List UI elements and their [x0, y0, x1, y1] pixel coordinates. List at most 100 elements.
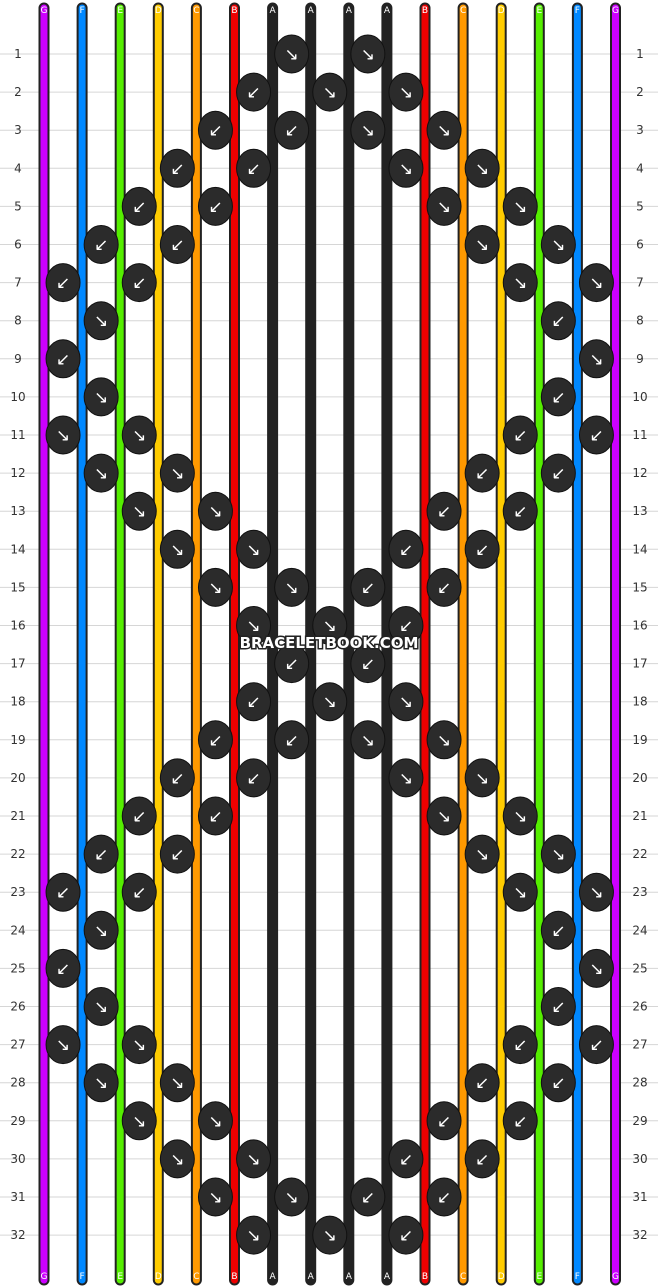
knot-body: [312, 72, 348, 112]
knot-body: [502, 872, 538, 912]
knot: ↘: [197, 491, 233, 531]
knot-body: [350, 34, 386, 74]
row-label: 10: [632, 390, 647, 404]
knot: ↙: [540, 1063, 576, 1103]
knot-arrow-icon: ↘: [94, 1074, 108, 1094]
knot-arrow-icon: ↙: [56, 959, 70, 979]
knot-body: [121, 872, 157, 912]
strand-label: F: [575, 1272, 580, 1282]
knot-body: [159, 758, 195, 798]
knot-arrow-icon: ↙: [551, 388, 565, 408]
row-label: 20: [632, 771, 647, 785]
knot: ↙: [45, 948, 81, 988]
knot-body: [45, 415, 81, 455]
knot-body: [159, 225, 195, 264]
row-label: 14: [632, 542, 647, 556]
knot-body: [236, 682, 272, 722]
knot: ↘: [540, 225, 576, 264]
knot-arrow-icon: ↙: [551, 998, 565, 1018]
knot-arrow-icon: ↘: [246, 1150, 260, 1170]
strand-label: C: [460, 6, 466, 16]
knot-arrow-icon: ↘: [551, 236, 565, 256]
knot-body: [540, 987, 576, 1026]
knot: ↘: [426, 110, 462, 150]
strand-label: A: [346, 6, 353, 16]
strand-label: B: [422, 6, 428, 16]
knot: ↙: [350, 1177, 386, 1217]
knot-body: [464, 758, 500, 798]
knot-body: [236, 1215, 272, 1255]
strand-label: B: [231, 6, 237, 16]
knot-arrow-icon: ↘: [246, 617, 260, 637]
knot-arrow-icon: ↙: [475, 540, 489, 560]
knot-body: [121, 263, 157, 303]
knot: ↘: [502, 263, 538, 303]
knot-arrow-icon: ↘: [323, 693, 337, 713]
knot: ↙: [121, 796, 157, 836]
knot-body: [236, 758, 272, 798]
knot-body: [45, 872, 81, 912]
knot-body: [426, 110, 462, 150]
row-label: 25: [632, 961, 647, 975]
knot: ↙: [121, 872, 157, 912]
row-label: 27: [632, 1038, 647, 1052]
knot: ↘: [312, 682, 348, 722]
knot-body: [388, 148, 424, 188]
knot-arrow-icon: ↘: [94, 312, 108, 332]
knot-body: [197, 110, 233, 150]
knot-body: [121, 491, 157, 531]
knot-body: [540, 910, 576, 950]
row-label: 14: [10, 542, 25, 556]
knot-body: [159, 1139, 195, 1179]
row-label: 25: [10, 961, 25, 975]
knot: ↙: [159, 225, 195, 264]
knot: ↘: [464, 834, 500, 874]
row-label: 4: [636, 161, 644, 175]
strand-label: A: [308, 1272, 315, 1282]
knot: ↙: [464, 453, 500, 493]
row-label: 16: [10, 619, 25, 633]
knot: ↘: [502, 186, 538, 226]
knot-body: [464, 453, 500, 493]
knot-arrow-icon: ↘: [551, 845, 565, 865]
knot-body: [388, 529, 424, 569]
row-label: 1: [636, 47, 644, 61]
knot-arrow-icon: ↙: [551, 464, 565, 484]
knot-arrow-icon: ↘: [170, 1150, 184, 1170]
knot-arrow-icon: ↘: [513, 883, 527, 903]
knot: ↘: [578, 263, 614, 303]
knot-body: [197, 796, 233, 836]
row-label: 1: [14, 47, 22, 61]
row-labels-right: 1234567891011121314151617181920212223242…: [632, 47, 647, 1242]
knot-arrow-icon: ↘: [285, 1188, 299, 1208]
knot-arrow-icon: ↙: [513, 426, 527, 446]
knot-body: [350, 1177, 386, 1217]
knot: ↙: [274, 110, 310, 150]
knot-arrow-icon: ↘: [399, 769, 413, 789]
strand-label: F: [575, 6, 580, 16]
knot: ↙: [45, 339, 81, 379]
knot: ↘: [350, 720, 386, 760]
knot-body: [540, 453, 576, 493]
knot-arrow-icon: ↘: [589, 350, 603, 370]
knot-body: [83, 225, 119, 264]
knot-body: [274, 720, 310, 760]
knot-body: [121, 1101, 157, 1141]
knot-body: [464, 1063, 500, 1103]
knot: ↘: [83, 987, 119, 1026]
knot-body: [312, 682, 348, 722]
knot: ↙: [236, 682, 272, 722]
knot-arrow-icon: ↙: [170, 236, 184, 256]
knot: ↙: [274, 720, 310, 760]
row-label: 29: [10, 1114, 25, 1128]
knot-arrow-icon: ↙: [94, 845, 108, 865]
knot-arrow-icon: ↘: [285, 578, 299, 598]
row-label: 9: [636, 352, 644, 366]
knot-arrow-icon: ↙: [208, 197, 222, 217]
knot: ↘: [83, 1063, 119, 1103]
strand-label: G: [41, 1272, 48, 1282]
strand-label: B: [422, 1272, 428, 1282]
knot: ↙: [426, 491, 462, 531]
